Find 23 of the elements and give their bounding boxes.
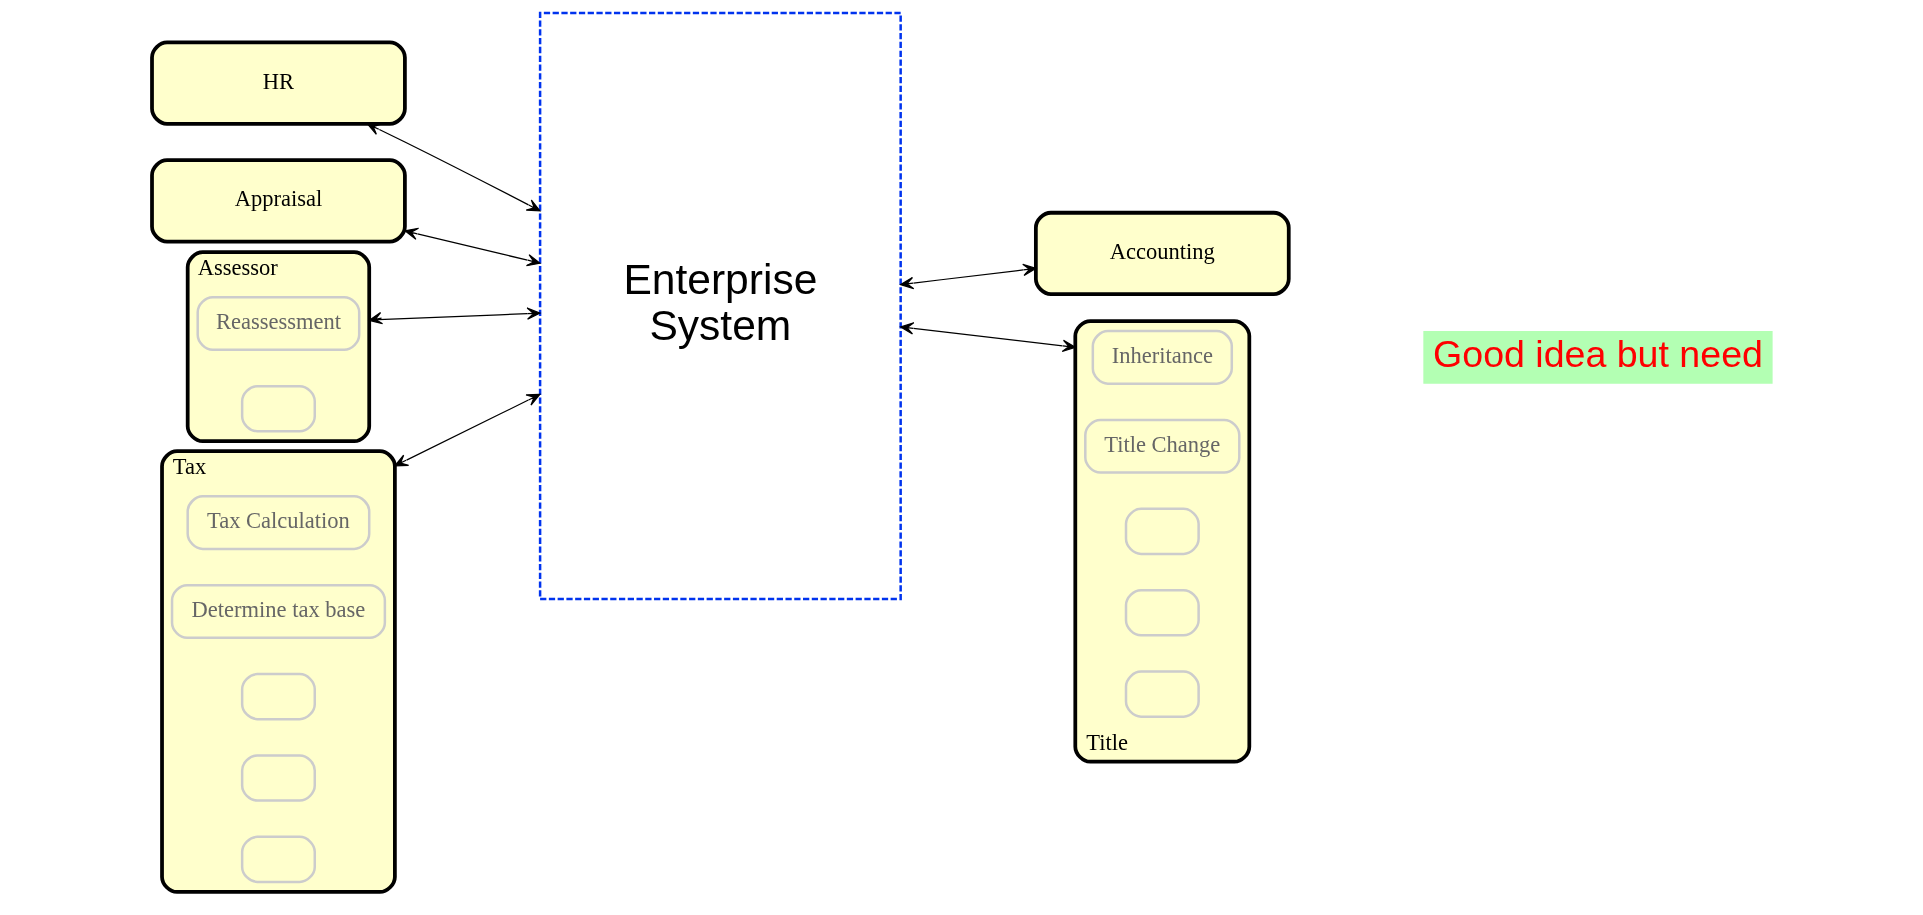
- node-box: Enterprise System: [538, 11, 902, 601]
- node-box: [240, 672, 316, 721]
- node-box: Determine tax base: [170, 583, 386, 640]
- arrow: [368, 307, 541, 325]
- node-box: [1124, 588, 1200, 637]
- arrow: [393, 393, 540, 467]
- arrow: [403, 227, 541, 267]
- node-box: Accounting: [1033, 210, 1291, 296]
- node-box: [1124, 670, 1200, 718]
- arrow: [899, 263, 1036, 290]
- node-box: Appraisal: [149, 158, 407, 244]
- arrow: [366, 123, 541, 212]
- arrow: [899, 322, 1076, 353]
- node-box: HR: [149, 40, 407, 126]
- node-box: [240, 835, 316, 884]
- node-box: Inheritance: [1091, 329, 1233, 385]
- label: Good idea but need: [1432, 332, 1763, 375]
- node-box: Tax Calculation: [185, 495, 370, 551]
- node-box: Title Change: [1083, 418, 1241, 474]
- node-box: [240, 384, 316, 433]
- node-box: [1124, 507, 1200, 556]
- node-box: [240, 754, 316, 802]
- node-box: Reassessment: [195, 296, 360, 352]
